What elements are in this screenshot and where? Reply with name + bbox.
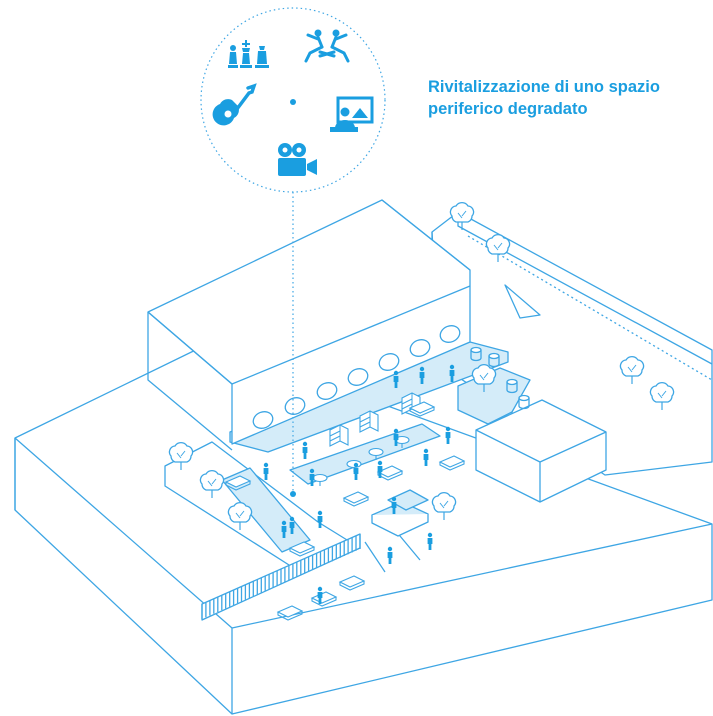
diagram-title: Rivitalizzazione di uno spazio periferic… [428, 76, 708, 120]
stage-platform [371, 489, 429, 537]
callout-anchor-dot [290, 491, 296, 497]
guitar-icon [212, 83, 257, 126]
callout-center-dot [290, 99, 296, 105]
activities-callout [200, 7, 386, 497]
diagram-title-line-1: Rivitalizzazione di uno spazio [428, 78, 660, 96]
barrels [470, 346, 530, 410]
fence [201, 533, 361, 621]
play-fighting-icon [304, 29, 350, 63]
main-building [147, 199, 471, 451]
small-building [475, 399, 607, 503]
building-windows [252, 325, 461, 429]
image-gallery-icon [330, 96, 374, 132]
chess-icon [228, 40, 269, 68]
movie-camera-icon [278, 143, 317, 176]
diagram-title-line-2: periferico degradato [428, 100, 588, 118]
